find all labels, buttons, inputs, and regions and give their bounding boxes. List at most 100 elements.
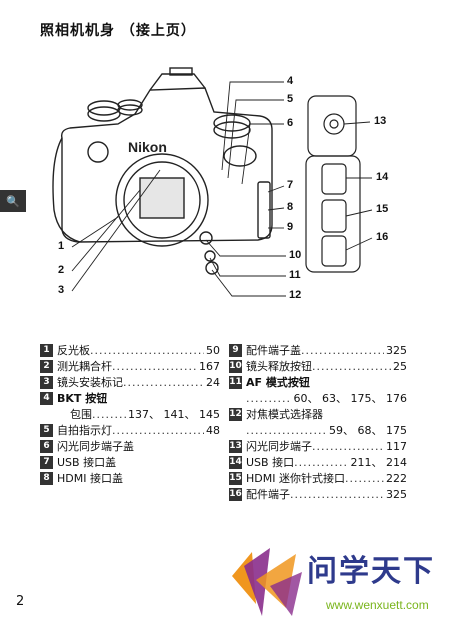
list-item: 3 镜头安装标记24 <box>40 375 220 390</box>
callout-1: 1 <box>58 240 65 252</box>
callout-13: 13 <box>374 115 387 127</box>
camera-illustration: Nikon <box>52 67 373 297</box>
sync-terminal-detail <box>323 113 345 135</box>
item-pages: 325 <box>386 344 407 357</box>
callout-10: 10 <box>289 249 302 261</box>
item-number: 5 <box>40 424 53 437</box>
item-pages: 137、 141、 145 <box>128 408 220 421</box>
af-mode-button <box>204 250 216 262</box>
watermark-url: www.wenxuett.com <box>326 598 429 612</box>
watermark-logo: 问学天下 www.wenxuett.com <box>226 546 452 620</box>
callout-8: 8 <box>287 201 294 213</box>
parts-list-left: 1 反光板50 2 测光耦合杆167 3 镜头安装标记24 4 BKT 按钮 包… <box>40 343 220 487</box>
item-label: AF 模式按钮 <box>246 376 310 389</box>
magnifier-icon: 🔍 <box>6 194 20 208</box>
item-pages: 167 <box>199 360 220 373</box>
item-pages: 25 <box>393 360 407 373</box>
section-tab: 🔍 <box>0 190 26 212</box>
list-item: 6 闪光同步端子盖 <box>40 439 220 454</box>
list-item: 14 USB 接口 211、 214 <box>229 455 407 470</box>
left-dial-2 <box>117 104 143 116</box>
item-pages: 117 <box>386 440 407 453</box>
camera-body-figure: Nikon <box>0 60 454 320</box>
item-pages: 60、 63、 175、 176 <box>293 392 407 405</box>
accessory-terminal-detail <box>321 235 347 267</box>
sync-terminal-detail-box <box>307 95 357 157</box>
callout-12: 12 <box>289 289 302 301</box>
brand-logo: Nikon <box>128 139 167 155</box>
callout-11: 11 <box>289 269 301 281</box>
callout-9: 9 <box>287 221 294 233</box>
item-number: 11 <box>229 376 242 389</box>
list-item: 13 闪光同步端子 117 <box>229 439 407 454</box>
camera-body-outline <box>60 87 273 243</box>
item-label: HDMI 迷你针式接口 <box>246 472 345 485</box>
item-number: 4 <box>40 392 53 405</box>
list-item: 10 镜头释放按钮25 <box>229 359 407 374</box>
left-dial-1 <box>87 106 121 122</box>
item-label: USB 接口 <box>246 456 295 469</box>
item-label: 镜头释放按钮 <box>246 360 312 373</box>
list-item: 4 BKT 按钮 <box>40 391 220 406</box>
list-item: 7 USB 接口盖 <box>40 455 220 470</box>
list-item: 16 配件端子325 <box>229 487 407 502</box>
prism-hump <box>149 73 206 91</box>
item-pages: 211、 214 <box>350 456 408 469</box>
item-pages: 59、 68、 175 <box>329 424 407 437</box>
lens-mount-outer <box>115 153 209 247</box>
lens-mount-inner <box>123 161 201 239</box>
item-label: 包围 <box>70 408 92 421</box>
item-number: 13 <box>229 440 242 453</box>
mirror <box>139 177 185 219</box>
list-item: 5 自拍指示灯 48 <box>40 423 220 438</box>
grip-outline <box>52 137 81 243</box>
item-number: 1 <box>40 344 53 357</box>
callout-2: 2 <box>58 264 65 276</box>
callout-7: 7 <box>287 179 294 191</box>
right-dial-2 <box>223 145 257 167</box>
lens-release-button <box>199 231 213 245</box>
item-pages: 24 <box>206 376 220 389</box>
list-item: 12 对焦模式选择器 <box>229 407 407 422</box>
item-number: 2 <box>40 360 53 373</box>
page-number: 2 <box>16 594 25 609</box>
list-item: 2 测光耦合杆 167 <box>40 359 220 374</box>
item-number: 14 <box>229 456 242 469</box>
item-number: 9 <box>229 344 242 357</box>
list-item: 11 AF 模式按钮 <box>229 375 407 390</box>
list-subitem: 59、 68、 175 <box>229 423 407 438</box>
callout-3: 3 <box>58 284 65 296</box>
right-dial-1-top <box>213 114 251 132</box>
list-item: 8 HDMI 接口盖 <box>40 471 220 486</box>
watermark-text: 问学天下 <box>307 554 435 589</box>
item-pages: 222 <box>386 472 407 485</box>
item-label: USB 接口盖 <box>57 456 117 469</box>
item-pages: 48 <box>206 424 220 437</box>
list-item: 1 反光板50 <box>40 343 220 358</box>
list-subitem: 60、 63、 175、 176 <box>229 391 407 406</box>
item-label: BKT 按钮 <box>57 392 108 405</box>
item-label: HDMI 接口盖 <box>57 472 123 485</box>
hdmi-port-detail <box>321 199 347 233</box>
list-subitem: 包围 137、 141、 145 <box>40 407 220 422</box>
item-pages: 325 <box>386 488 407 501</box>
item-number: 6 <box>40 440 53 453</box>
callout-16: 16 <box>376 231 389 243</box>
item-label: 闪光同步端子 <box>246 440 312 453</box>
focus-selector <box>205 261 219 275</box>
item-number: 15 <box>229 472 242 485</box>
left-dial-2-top <box>117 99 143 111</box>
logo-mark <box>232 548 302 616</box>
front-knob <box>87 141 109 163</box>
item-label: 配件端子盖 <box>246 344 301 357</box>
item-label: 镜头安装标记 <box>57 376 123 389</box>
callout-6: 6 <box>287 117 294 129</box>
page-title: 照相机机身 （接上页） <box>40 23 196 39</box>
item-label: 测光耦合杆 <box>57 360 112 373</box>
item-label: 自拍指示灯 <box>57 424 112 437</box>
callout-5: 5 <box>287 93 294 105</box>
usb-port-detail <box>321 163 347 195</box>
item-number: 8 <box>40 472 53 485</box>
callout-4: 4 <box>287 75 294 87</box>
callout-14: 14 <box>376 171 389 183</box>
